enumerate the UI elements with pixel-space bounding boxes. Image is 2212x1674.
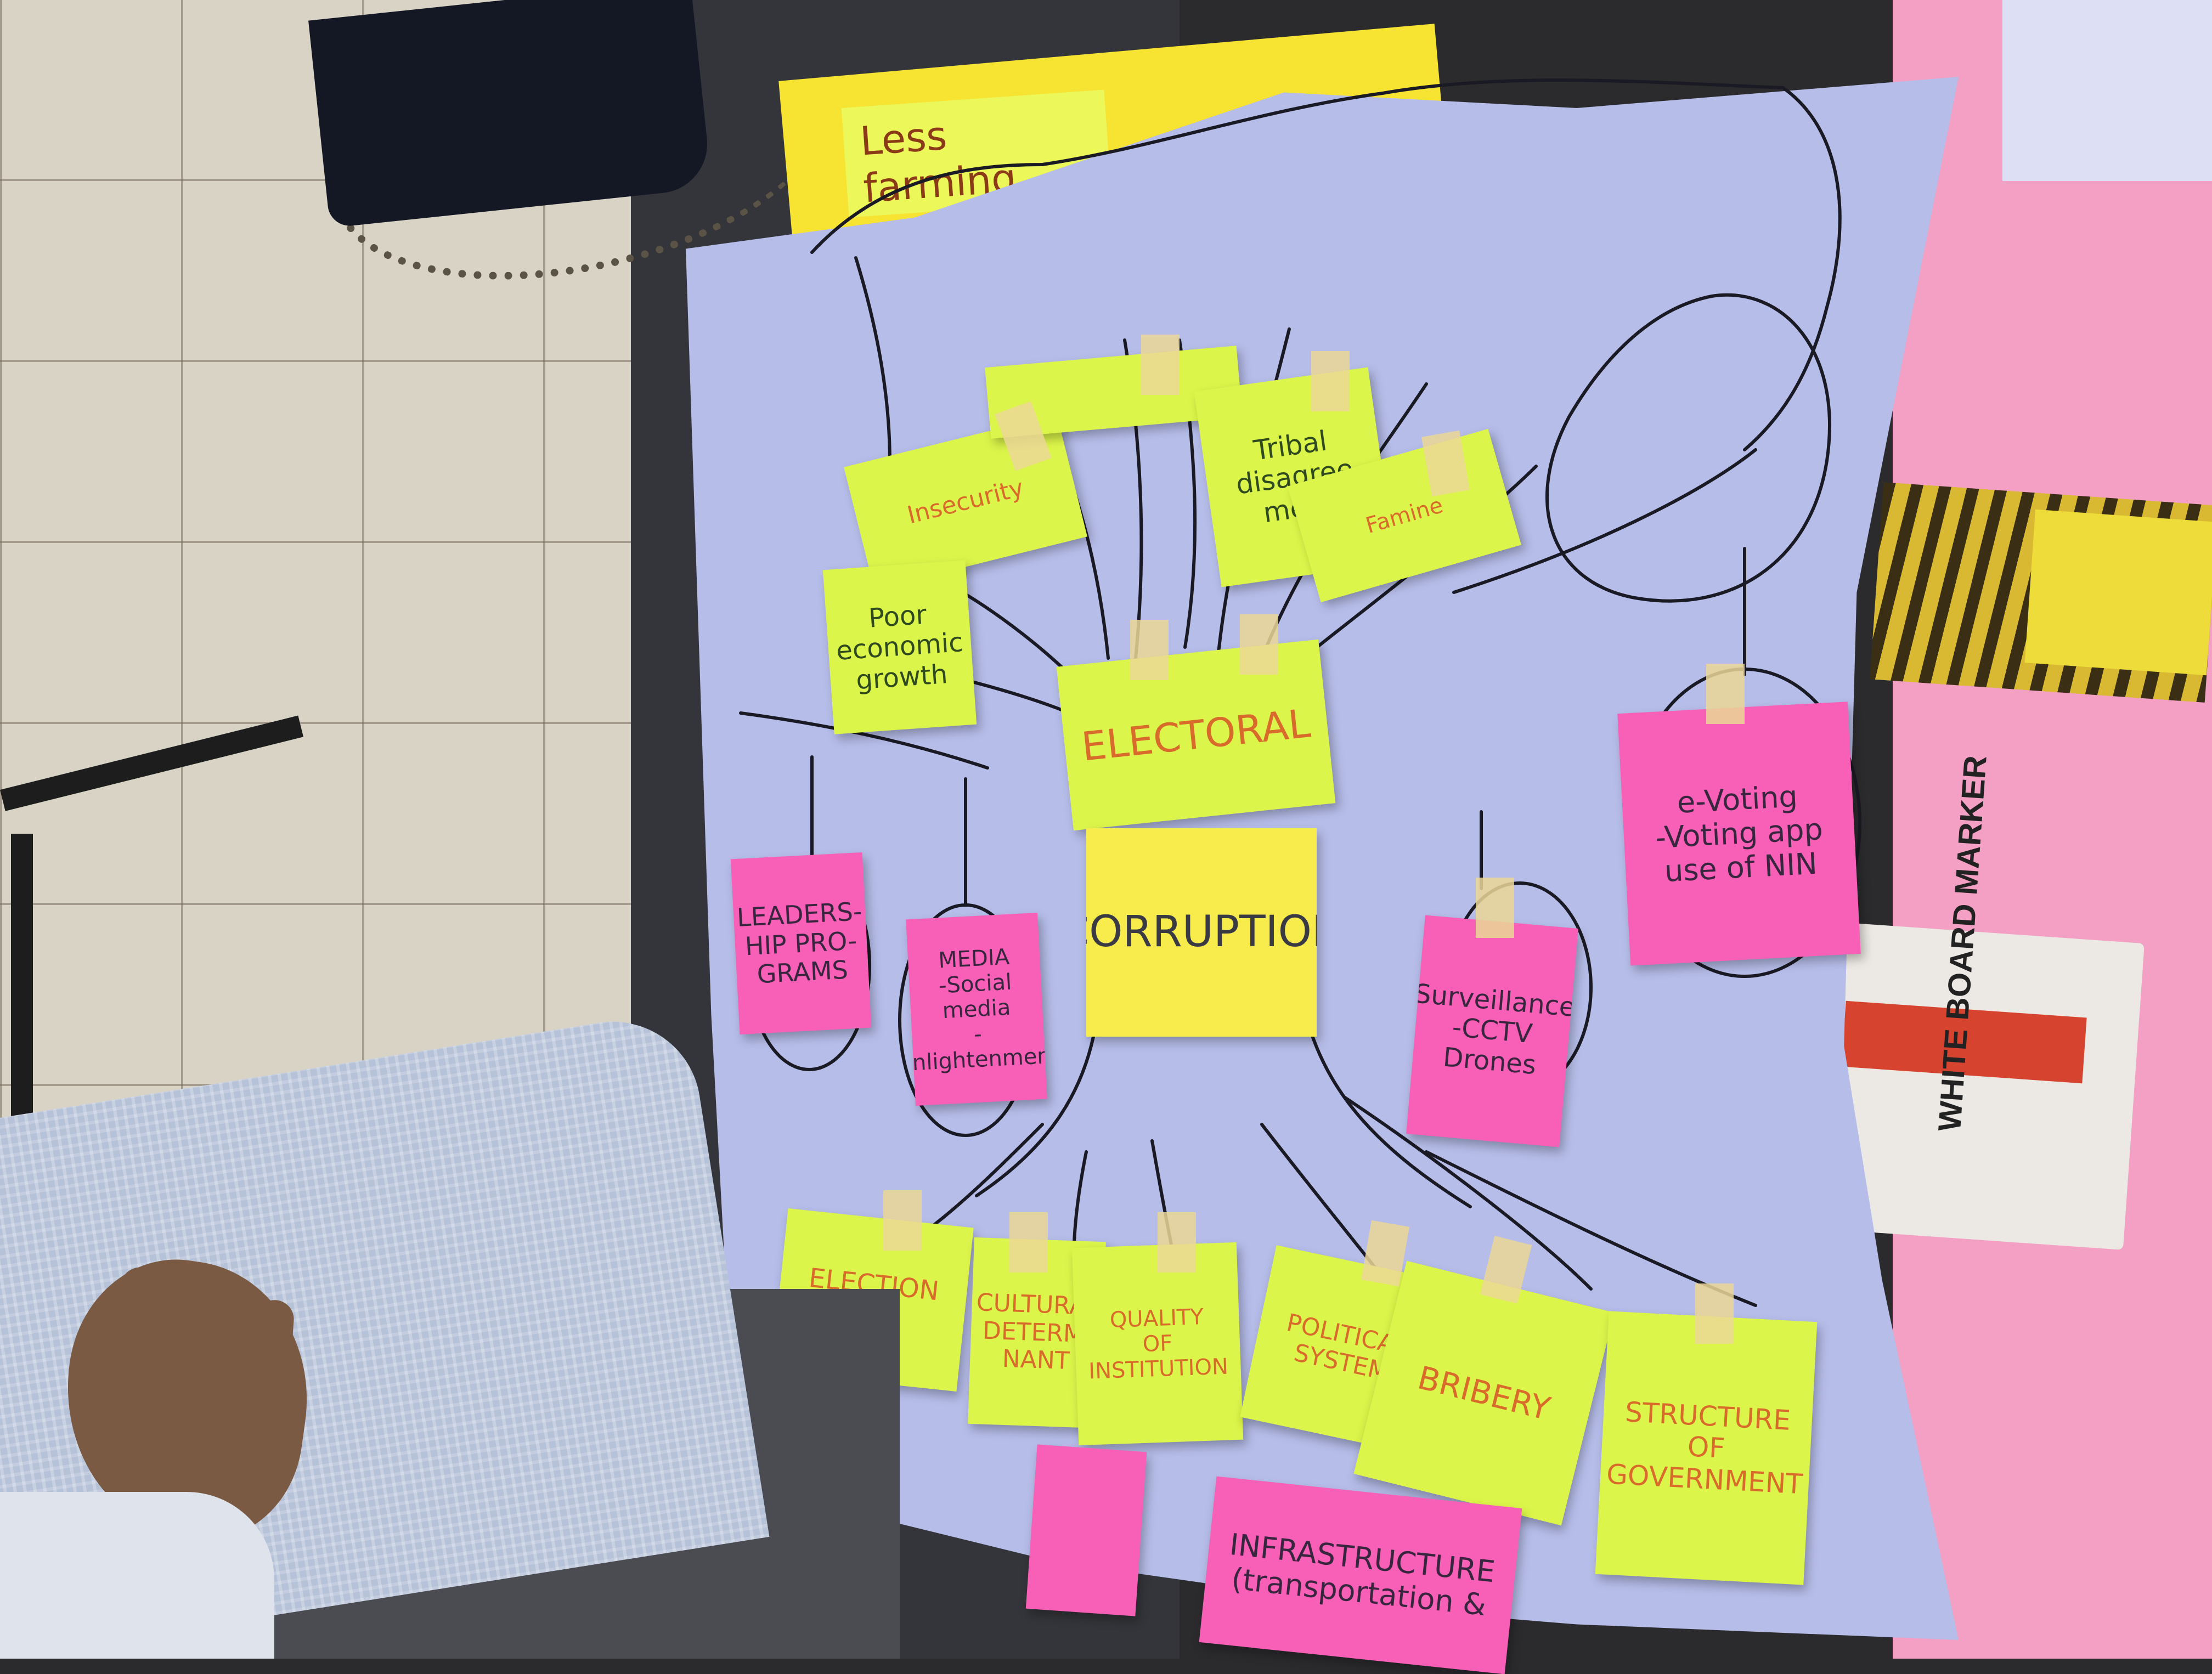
tape [883,1190,922,1251]
note-corruption: CORRUPTION [1086,828,1317,1037]
note-quality: QUALITY OF INSTITUTION [1071,1242,1244,1446]
tape [1695,1283,1734,1344]
blue-sheet-corner [2002,0,2212,181]
note-electoral: ELECTORAL [1056,639,1336,831]
note-poor-growth: Poor economic growth [822,560,977,734]
tape [1130,620,1169,680]
pink-board [1893,0,2212,1659]
note-surveillance: Surveillance -CCTV Drones [1406,915,1578,1147]
note-media: MEDIA -Social media -enlightenment [906,912,1047,1106]
note-bottom-blank [1025,1444,1147,1616]
person-sleeve [0,1492,274,1659]
note-leadership: LEADERS- HIP PRO- GRAMS [730,852,872,1035]
tape [1476,878,1514,938]
tape [1009,1212,1048,1273]
tape [1141,335,1180,395]
tape [1158,1212,1196,1273]
note-evoting: e-Voting -Voting app use of NIN [1617,702,1861,966]
note-infrastructure: INFRASTRUCTURE (transportation & [1199,1476,1522,1674]
note-structure: STRUCTURE OF GOVERNMENT [1595,1311,1818,1585]
tape [1706,664,1745,724]
handbag [308,0,712,228]
tape-label [2024,509,2212,676]
tape [1311,351,1350,411]
tape [1240,614,1278,675]
